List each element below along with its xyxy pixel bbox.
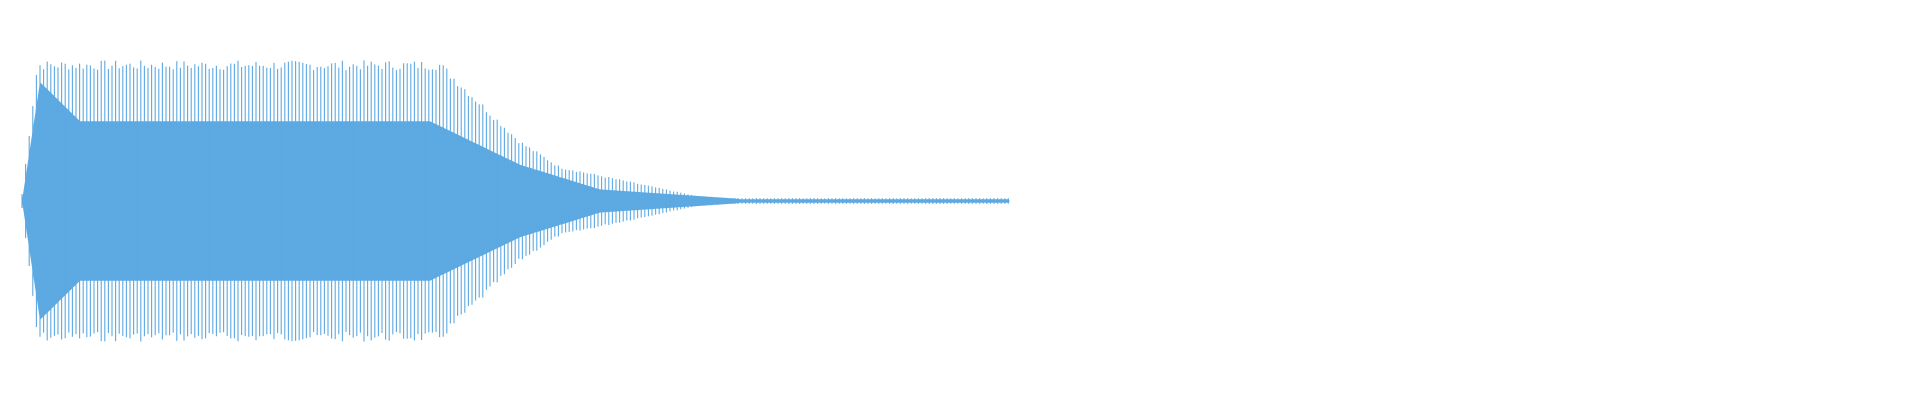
waveform-fill <box>22 82 1010 320</box>
waveform-body <box>22 82 1010 320</box>
waveform-spikes <box>21 60 1009 342</box>
